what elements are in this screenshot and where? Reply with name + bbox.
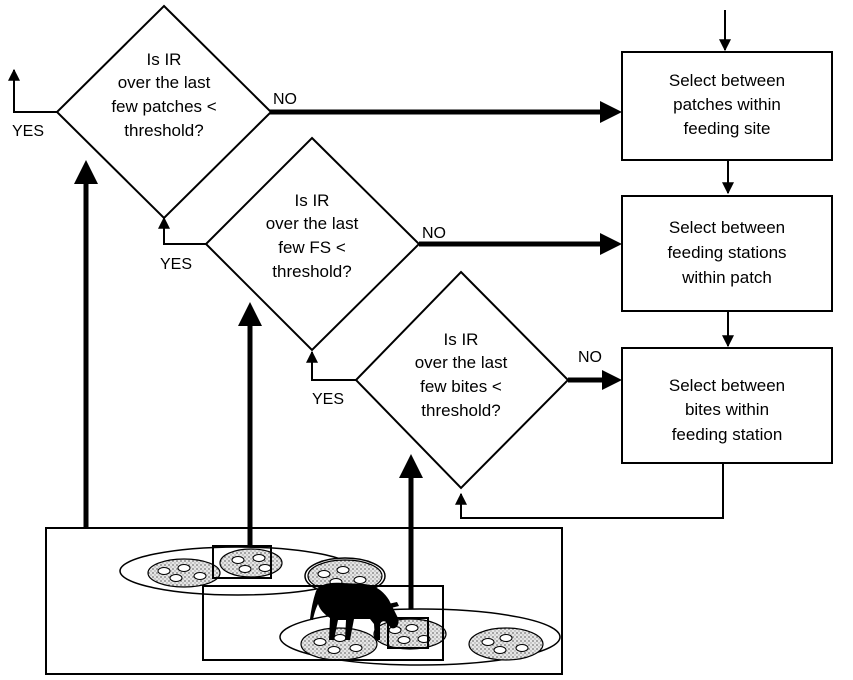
decision-stations-line-1: Is IR xyxy=(295,191,330,210)
decision-bites: Is IR over the last few bites < threshol… xyxy=(354,270,570,490)
feeding-station xyxy=(219,548,283,578)
feeding-site-illustration xyxy=(45,527,563,675)
box-bites-line-2: bites within xyxy=(685,400,769,419)
feeding-station xyxy=(468,627,544,661)
decision-patches-line-4: threshold? xyxy=(124,121,203,140)
decision-stations-line-4: threshold? xyxy=(272,262,351,281)
decision-patches: Is IR over the last few patches < thresh… xyxy=(55,4,273,220)
arrowhead-no-bites xyxy=(602,370,622,390)
box-select-patches: Select between patches within feeding si… xyxy=(621,51,833,161)
no-label-bites: NO xyxy=(578,349,602,366)
box-stations-line-3: within patch xyxy=(681,268,772,287)
feeding-station xyxy=(147,558,221,588)
decision-bites-line-4: threshold? xyxy=(421,401,500,420)
arrowhead-no-patches xyxy=(600,101,622,123)
feeding-site-frame xyxy=(45,527,563,675)
connector-bites-feedback xyxy=(455,464,724,519)
arrowhead-patch-to-stations xyxy=(238,302,262,326)
arrowhead-station-to-bites xyxy=(399,454,423,478)
no-label-patches: NO xyxy=(273,91,297,108)
box-patches-line-1: Select between xyxy=(669,71,785,90)
box-select-stations: Select between feeding stations within p… xyxy=(621,195,833,312)
decision-stations: Is IR over the last few FS < threshold? xyxy=(204,136,421,352)
decision-patches-line-3: few patches < xyxy=(111,97,216,116)
box-select-bites: Select between bites within feeding stat… xyxy=(621,347,833,464)
decision-stations-line-3: few FS < xyxy=(278,238,346,257)
connector-yes-stations-to-patches xyxy=(158,216,206,245)
connector-yes-patches-exit xyxy=(7,68,57,113)
decision-patches-line-2: over the last xyxy=(118,73,211,92)
decision-bites-line-2: over the last xyxy=(415,353,508,372)
decision-bites-line-1: Is IR xyxy=(444,330,479,349)
yes-label-bites: YES xyxy=(312,391,344,408)
box-stations-line-2: feeding stations xyxy=(667,243,786,262)
arrowhead-no-stations xyxy=(600,233,622,255)
box-bites-line-1: Select between xyxy=(669,376,785,395)
decision-bites-line-3: few bites < xyxy=(420,377,502,396)
box-stations-line-1: Select between xyxy=(669,218,785,237)
box-bites-line-3: feeding station xyxy=(672,425,783,444)
yes-label-patches: YES xyxy=(12,123,44,140)
bite-focus-rect xyxy=(387,617,429,649)
decision-stations-line-2: over the last xyxy=(266,214,359,233)
connector-yes-bites-to-stations xyxy=(306,350,356,381)
box-patches-line-3: feeding site xyxy=(684,119,771,138)
cow-icon xyxy=(310,582,399,640)
decision-patches-line-1: Is IR xyxy=(147,50,182,69)
box-patches-line-2: patches within xyxy=(673,95,781,114)
arrowhead-site-to-patches xyxy=(74,160,98,184)
feeding-station xyxy=(300,627,378,661)
station-focus-rect xyxy=(212,545,272,579)
feeding-station xyxy=(373,618,447,650)
yes-label-stations: YES xyxy=(160,256,192,273)
no-label-stations: NO xyxy=(422,225,446,242)
